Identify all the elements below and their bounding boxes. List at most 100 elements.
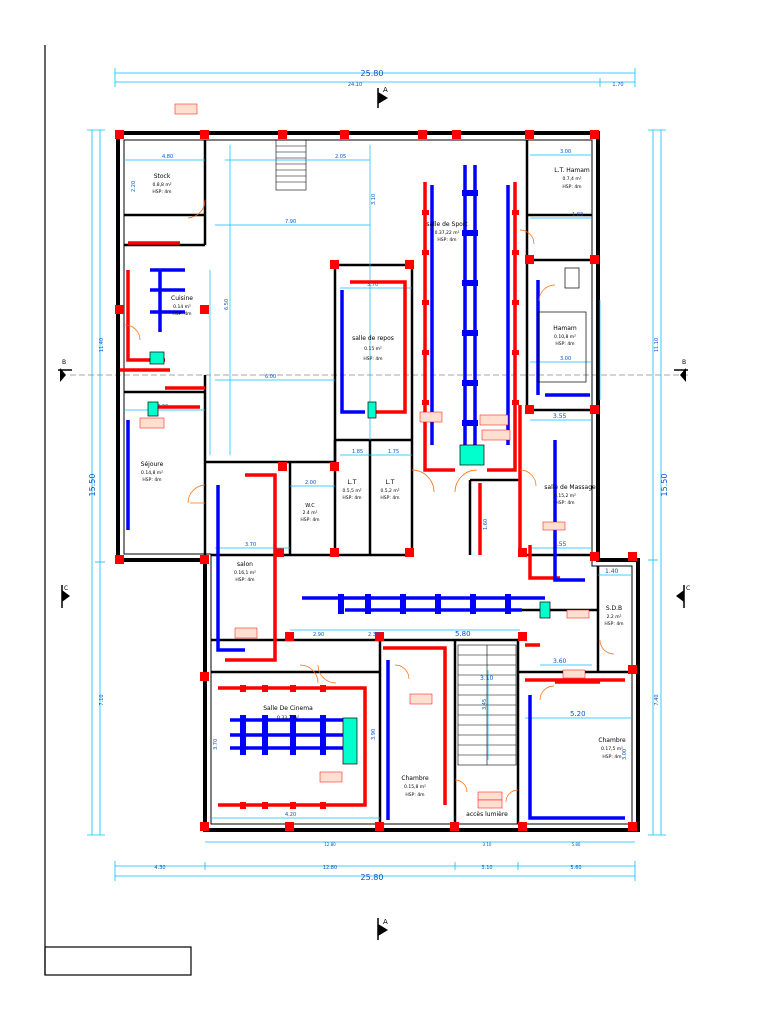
room-stock: Stock 0.8,8 m² HSP: 4m — [152, 173, 171, 195]
room-salle-de-repos: salle de repos 0.15 m² HSP: 4m — [352, 335, 394, 362]
svg-text:1.83: 1.83 — [572, 212, 583, 218]
svg-text:5.20: 5.20 — [570, 710, 586, 718]
svg-text:Hamam: Hamam — [553, 325, 577, 332]
annotation-tags — [139, 103, 590, 809]
dim-bottom-1: 4.30 — [154, 865, 165, 871]
svg-text:W.C: W.C — [305, 503, 315, 509]
hot-water-pipes — [120, 182, 625, 807]
svg-text:Chambre: Chambre — [598, 737, 626, 744]
svg-text:2.90: 2.90 — [313, 632, 324, 638]
svg-text:salle de Massage: salle de Massage — [544, 484, 596, 491]
dim-right-total: 15.50 — [660, 474, 669, 497]
svg-text:0.15 m²: 0.15 m² — [364, 346, 382, 352]
svg-text:HSP: 4m: HSP: 4m — [405, 792, 424, 798]
svg-text:B: B — [62, 359, 66, 366]
section-marker-c-right: C — [676, 585, 690, 608]
room-lt-2: L.T 0.5,2 m² HSP: 4m — [380, 479, 399, 501]
pipe-stubs — [240, 210, 519, 809]
svg-text:1.60: 1.60 — [483, 519, 489, 530]
svg-text:6.50: 6.50 — [224, 299, 230, 310]
room-name: Stock — [154, 173, 171, 180]
svg-text:3.55: 3.55 — [553, 413, 567, 420]
title-block — [44, 946, 192, 976]
dim-left-total: 15.50 — [88, 474, 97, 497]
svg-text:6.00: 6.00 — [265, 374, 276, 380]
svg-text:L.T: L.T — [386, 479, 395, 486]
room-salle-de-cinema: Salle De Cinema 0.33,7 m² — [263, 705, 313, 721]
dim-bottom-4: 5.60 — [570, 865, 581, 871]
svg-text:3.45: 3.45 — [482, 699, 488, 710]
dim-bottom-total: 25.80 — [361, 873, 384, 882]
svg-text:0.10,8 m²: 0.10,8 m² — [554, 334, 576, 340]
svg-text:salle de Sport: salle de Sport — [426, 221, 468, 228]
top-dimension-chain — [114, 68, 636, 87]
svg-text:A: A — [383, 918, 388, 926]
room-hamam: Hamam 0.10,8 m² HSP: 4m — [553, 325, 577, 347]
svg-text:HSP: 4m: HSP: 4m — [555, 500, 574, 506]
svg-text:HSP: 4m: HSP: 4m — [555, 341, 574, 347]
svg-text:3.10: 3.10 — [371, 194, 377, 205]
svg-text:Chambre: Chambre — [401, 775, 429, 782]
doors — [124, 199, 615, 803]
room-area: 0.8,8 m² — [152, 182, 171, 188]
svg-text:C: C — [686, 585, 690, 592]
svg-text:1.75: 1.75 — [388, 449, 399, 455]
room-lt-hamam: L.T. Hamam 0.7,4 m² HSP: 4m — [554, 167, 590, 190]
dim-top-total: 25.80 — [361, 69, 384, 78]
svg-text:L.T. Hamam: L.T. Hamam — [554, 167, 590, 174]
svg-text:1.40: 1.40 — [605, 568, 619, 575]
svg-text:HSP: 4m: HSP: 4m — [363, 356, 382, 362]
dim-left-upper: 11.40 — [99, 338, 105, 352]
room-chambre-2: Chambre 0.17,5 m² HSP: 4m — [598, 737, 626, 760]
svg-text:3.70: 3.70 — [367, 282, 378, 288]
svg-text:0.37,22 m²: 0.37,22 m² — [435, 230, 460, 236]
dim-top-right: 1.70 — [612, 82, 623, 88]
cold-water-pipes — [126, 165, 625, 820]
svg-text:0.7,4 m²: 0.7,4 m² — [562, 176, 581, 182]
svg-text:HSP: 4m: HSP: 4m — [142, 477, 161, 483]
room-chambre-1: Chambre 0.15,8 m² HSP: 4m — [401, 775, 429, 798]
room-sejour: Séjoure 0.14,8 m² HSP: 4m — [141, 461, 164, 483]
room-salon: salon 0.16,1 m² HSP: 4m — [234, 561, 256, 583]
svg-text:HSP: 4m: HSP: 4m — [342, 495, 361, 501]
svg-text:5.80: 5.80 — [455, 630, 471, 638]
dim-right-upper: 11.10 — [654, 338, 660, 352]
svg-text:3.60: 3.60 — [553, 658, 567, 665]
staircase-upper — [275, 139, 307, 191]
room-salle-de-sport: salle de Sport 0.37,22 m² HSP: 4m — [426, 221, 468, 243]
room-salle-de-massage: salle de Massage 0.15,2 m² HSP: 4m — [544, 484, 596, 506]
svg-text:0.16,1 m²: 0.16,1 m² — [234, 570, 256, 576]
svg-text:4.20: 4.20 — [285, 812, 296, 818]
dim-top-left: 24.10 — [348, 82, 362, 88]
svg-text:salle de repos: salle de repos — [352, 335, 394, 342]
svg-text:L.T: L.T — [348, 479, 357, 486]
svg-text:0.15,8 m²: 0.15,8 m² — [404, 784, 426, 790]
svg-text:1.85: 1.85 — [352, 449, 363, 455]
svg-text:2.00: 2.00 — [305, 480, 316, 486]
radiator-units — [147, 267, 587, 765]
dim-left-lower: 7.10 — [99, 694, 105, 705]
left-dimension-chain — [87, 129, 105, 836]
interior-walls — [124, 140, 632, 824]
svg-text:0.14 m²: 0.14 m² — [173, 304, 191, 310]
svg-text:HSP: 4m: HSP: 4m — [437, 237, 456, 243]
svg-text:salon: salon — [237, 561, 253, 568]
svg-text:HSP: 4m: HSP: 4m — [602, 754, 621, 760]
room-acces-lumiere: accès lumière — [466, 811, 508, 818]
section-marker-a-bottom: A — [377, 918, 388, 940]
svg-text:Salle De Cinema: Salle De Cinema — [263, 705, 313, 712]
svg-text:2.30: 2.30 — [368, 632, 379, 638]
svg-text:A: A — [383, 86, 388, 94]
svg-text:3.00: 3.00 — [622, 749, 628, 760]
svg-text:HSP: 4m: HSP: 4m — [172, 311, 191, 317]
svg-text:0.5,2 m²: 0.5,2 m² — [380, 488, 399, 494]
svg-text:HSP: 4m: HSP: 4m — [604, 621, 623, 627]
svg-text:HSP: 4m: HSP: 4m — [300, 517, 319, 523]
svg-text:2.2 m²: 2.2 m² — [607, 614, 622, 620]
internal-dimension-lines — [124, 145, 632, 819]
exterior-walls — [116, 131, 640, 832]
svg-text:2.4 m²: 2.4 m² — [303, 510, 318, 516]
room-sdb: S.D.B 2.2 m² HSP: 4m — [604, 605, 623, 627]
svg-text:3.00: 3.00 — [560, 356, 571, 362]
svg-text:B: B — [682, 359, 686, 366]
